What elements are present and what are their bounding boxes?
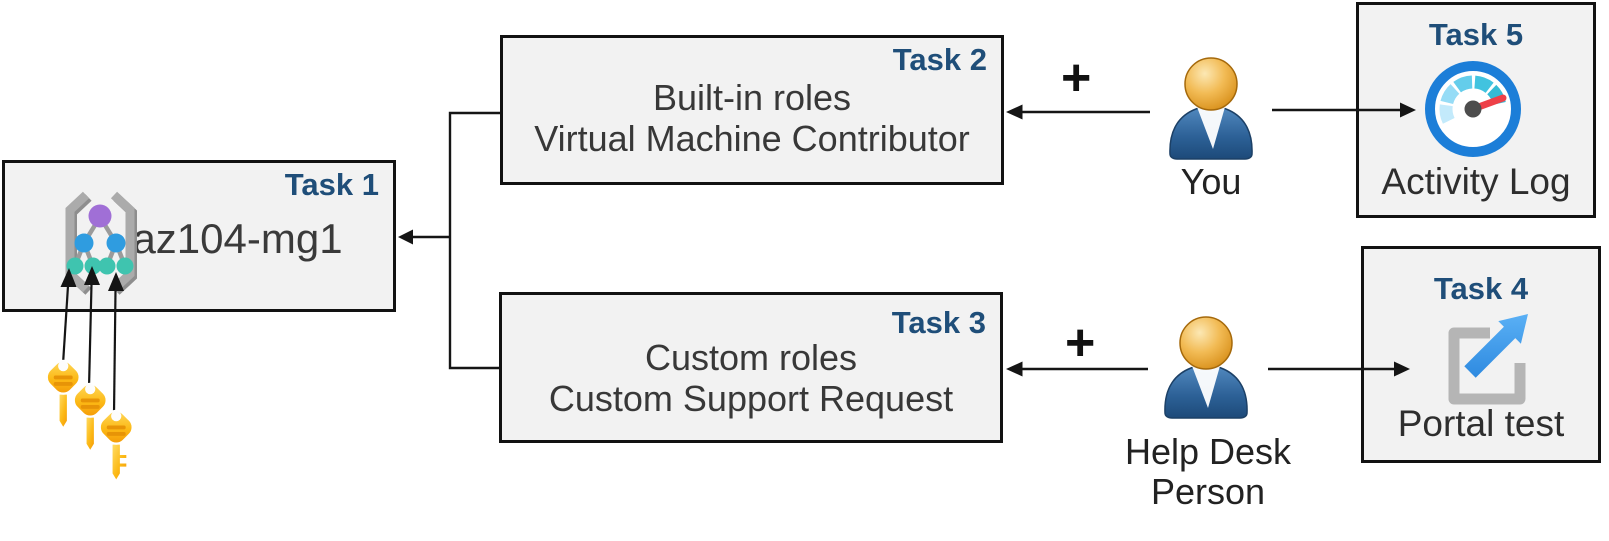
task3-line2: Custom Support Request [548, 378, 954, 419]
key-1 [41, 355, 85, 430]
task2-box: Task 2 Built-in roles Virtual Machine Co… [500, 35, 1004, 185]
elbow-connector [448, 111, 500, 370]
task1-box: Task 1 az104-mg1 [2, 160, 396, 312]
you-label: You [1180, 161, 1242, 202]
task2-tag: Task 2 [892, 42, 987, 77]
task4-tag: Task 4 [1433, 271, 1529, 306]
help-desk-head [1179, 316, 1233, 370]
task1-tag: Task 1 [284, 167, 379, 202]
help-desk-label-line2: Person [1150, 471, 1266, 512]
key-2 [68, 378, 112, 453]
task2-line2: Virtual Machine Contributor [534, 118, 970, 159]
arrowhead-helpdesk-to-task3 [1006, 361, 1023, 377]
plus-sign-you: + [1061, 49, 1092, 107]
mg-root-node [88, 204, 112, 228]
task3-tag: Task 3 [891, 305, 986, 340]
open-in-new-window-icon [1448, 314, 1528, 405]
arrowhead-you-to-task2 [1006, 104, 1023, 120]
arrowhead-to-task1 [398, 229, 413, 245]
task5-box: Task 5 Activity Log [1356, 2, 1596, 218]
portal-arrow [1464, 314, 1528, 378]
plus-sign-help-desk: + [1065, 314, 1096, 372]
task2-line1: Built-in roles [652, 77, 852, 118]
key-3 [94, 405, 138, 483]
task4-box: Task 4 Portal test [1361, 246, 1601, 463]
task3-line1: Custom roles [644, 337, 858, 378]
activity-log-gauge-icon [1425, 61, 1521, 157]
task3-box: Task 3 Custom roles Custom Support Reque… [499, 292, 1003, 443]
you-head [1184, 57, 1238, 111]
task5-tag: Task 5 [1428, 17, 1524, 52]
help-desk-label-line1: Help Desk [1124, 431, 1292, 472]
you-person-icon [1169, 57, 1253, 160]
help-desk-person-icon [1164, 316, 1248, 419]
task5-caption: Activity Log [1381, 161, 1571, 202]
management-group-icon [65, 191, 137, 295]
gauge-hub [1464, 100, 1482, 118]
management-group-name: az104-mg1 [132, 215, 343, 262]
task4-caption: Portal test [1397, 403, 1565, 444]
